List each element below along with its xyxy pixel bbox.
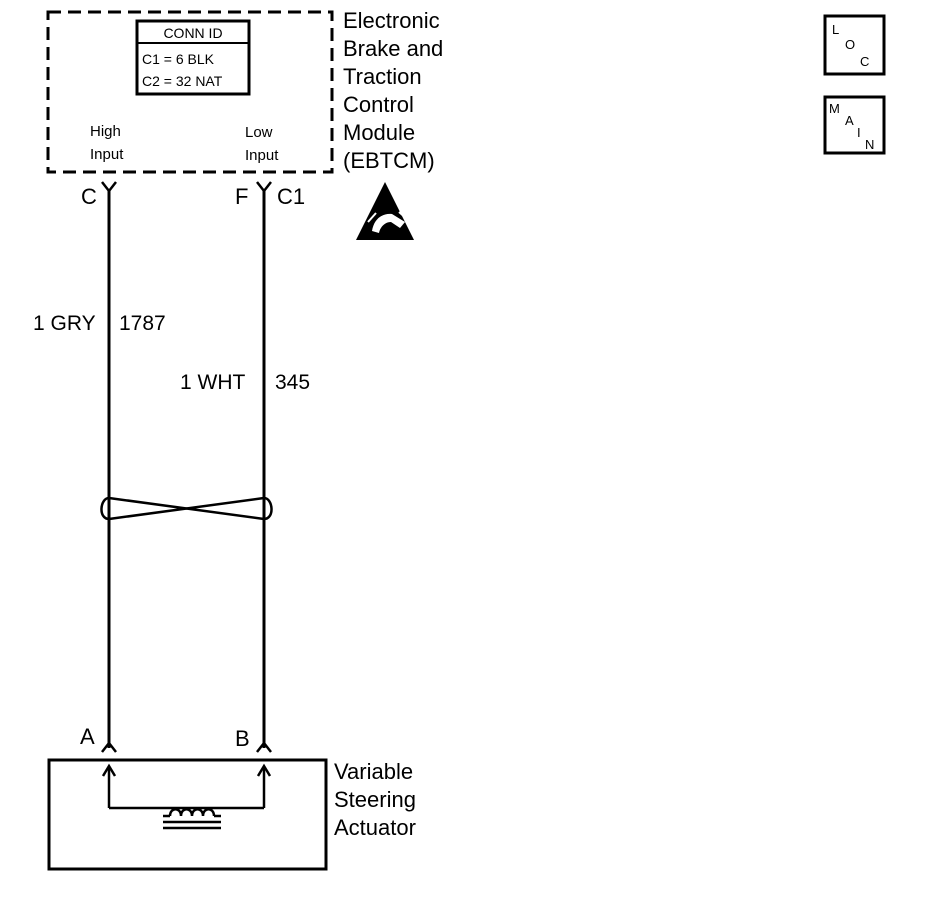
high-input-label: High Input <box>90 123 124 163</box>
svg-text:N: N <box>865 137 874 152</box>
svg-text:M: M <box>829 101 840 116</box>
conn-id-title: CONN ID <box>163 25 222 41</box>
svg-text:C: C <box>860 54 869 69</box>
svg-text:Actuator: Actuator <box>334 815 416 840</box>
ebtcm-module-name: Electronic Brake and Traction Control Mo… <box>343 8 443 173</box>
svg-text:Traction: Traction <box>343 64 422 89</box>
terminal-b <box>256 740 272 753</box>
twisted-pair-symbol <box>100 496 273 521</box>
terminal-a <box>101 740 117 753</box>
pin-f-label: F <box>235 184 248 209</box>
svg-text:I: I <box>857 125 861 140</box>
svg-text:Electronic: Electronic <box>343 8 440 33</box>
conn-id-c2: C2 = 32 NAT <box>142 73 223 89</box>
ebtcm-module-box <box>46 10 334 174</box>
pin-c-label: C <box>81 184 97 209</box>
svg-text:(EBTCM): (EBTCM) <box>343 148 435 173</box>
svg-text:Input: Input <box>245 147 279 164</box>
svg-text:Control: Control <box>343 92 414 117</box>
pin-b-label: B <box>235 726 250 751</box>
actuator-name: Variable Steering Actuator <box>334 759 416 840</box>
svg-text:Variable: Variable <box>334 759 413 784</box>
svg-text:High: High <box>90 123 121 140</box>
coil-icon <box>163 808 221 830</box>
svg-text:Brake and: Brake and <box>343 36 443 61</box>
terminal-f <box>256 181 272 194</box>
svg-text:L: L <box>832 22 839 37</box>
svg-text:A: A <box>845 113 854 128</box>
pin-a-label: A <box>80 724 95 749</box>
esd-warning-icon <box>356 182 414 240</box>
terminal-c <box>101 181 117 194</box>
loc-badge[interactable]: L O C <box>823 14 886 76</box>
low-input-label: Low Input <box>245 124 279 164</box>
wire-wht-circuit: 345 <box>275 371 310 394</box>
wire-gry-size-color: 1 GRY <box>33 312 96 335</box>
svg-text:Module: Module <box>343 120 415 145</box>
conn-id-box: CONN ID C1 = 6 BLK C2 = 32 NAT <box>135 19 251 96</box>
svg-text:Input: Input <box>90 146 124 163</box>
svg-text:Low: Low <box>245 124 273 141</box>
actuator-internal-circuit <box>101 763 272 810</box>
wire-wht-size-color: 1 WHT <box>180 371 246 394</box>
actuator-box <box>47 758 328 871</box>
conn-id-c1: C1 = 6 BLK <box>142 51 215 67</box>
svg-text:Steering: Steering <box>334 787 416 812</box>
connector-c1-label: C1 <box>277 184 305 209</box>
main-badge[interactable]: M A I N <box>823 95 886 155</box>
svg-text:O: O <box>845 37 855 52</box>
wire-gry-circuit: 1787 <box>119 312 166 335</box>
